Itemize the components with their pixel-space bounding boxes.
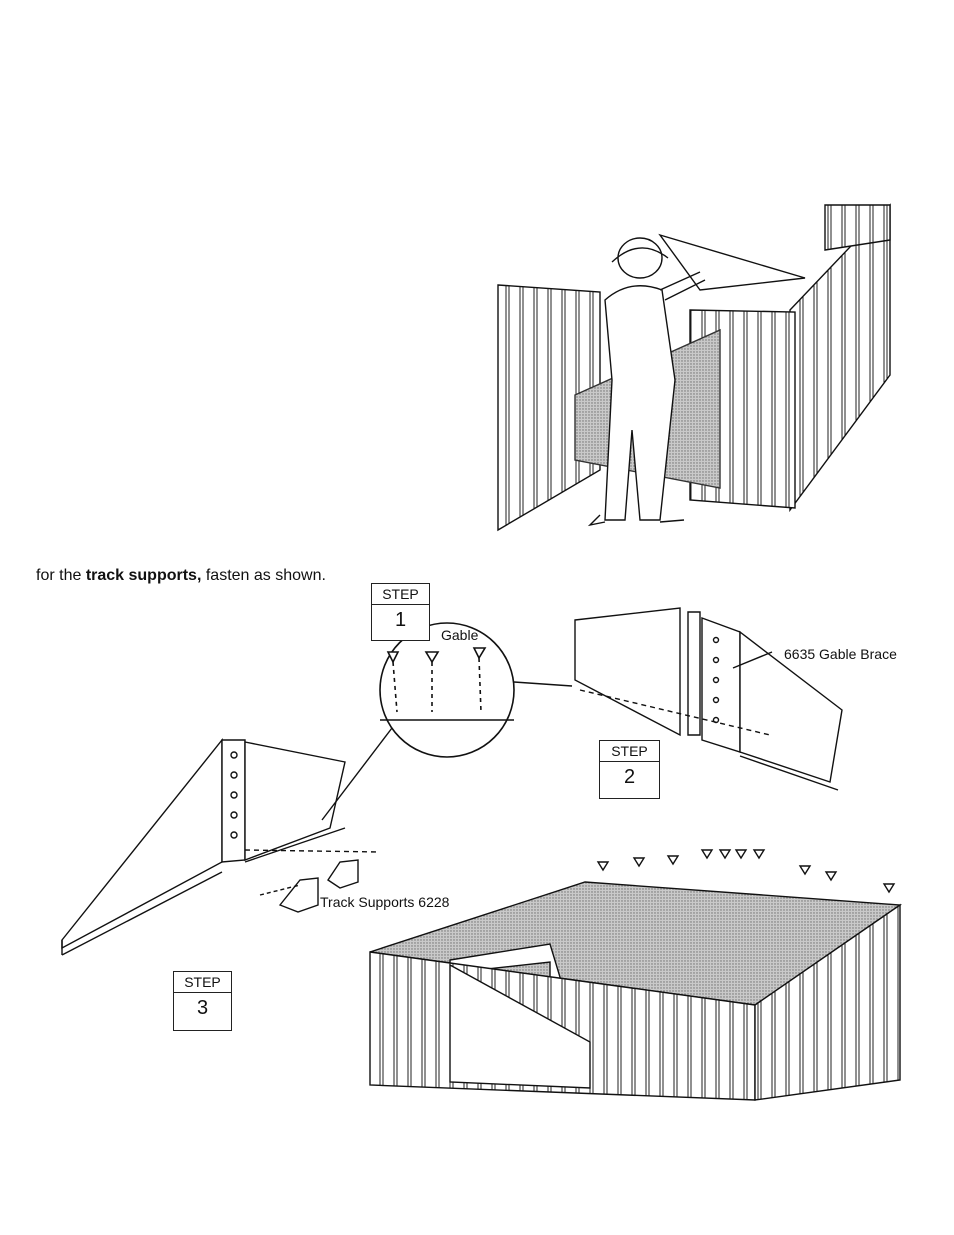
instruction-prefix: for the — [36, 567, 81, 584]
step-1-label: STEP — [372, 584, 429, 605]
shed-roof-frame-diagram — [370, 850, 900, 1100]
step-2-box: STEP 2 — [599, 740, 660, 799]
step-1-number: 1 — [372, 605, 429, 635]
gable-brace-label: 6635 Gable Brace — [784, 646, 897, 662]
step-1-box: STEP 1 — [371, 583, 430, 641]
step-3-number: 3 — [174, 993, 231, 1023]
step-3-label: STEP — [174, 972, 231, 993]
detail-circle-screws — [380, 623, 572, 757]
step-3-box: STEP 3 — [173, 971, 232, 1031]
worker-installing-gable-illustration — [498, 205, 890, 530]
gable-label: Gable — [441, 627, 478, 643]
instruction-suffix: fasten as shown. — [206, 567, 326, 584]
step-2-label: STEP — [600, 741, 659, 762]
track-supports-label: Track Supports 6228 — [320, 894, 449, 910]
instruction-text: for the track supports, fasten as shown. — [36, 566, 331, 586]
step-2-number: 2 — [600, 762, 659, 792]
instruction-bold-term: track supports, — [86, 567, 202, 584]
gable-track-support-diagram — [62, 728, 392, 955]
